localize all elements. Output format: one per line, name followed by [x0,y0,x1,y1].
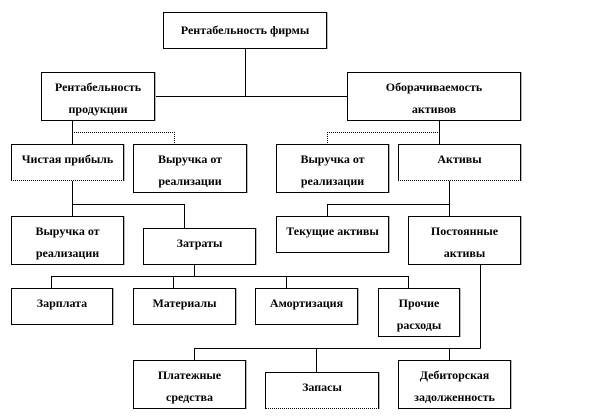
node-net-profit: Чистая прибыль [11,144,124,181]
node-revenue-right: Выручка от реализации [276,144,389,193]
node-product-profitability: Рентабельность продукции [41,72,155,121]
node-asset-turnover: Оборачиваемость активов [347,72,521,121]
node-other-expenses: Прочие расходы [378,288,460,337]
node-costs: Затраты [143,228,256,265]
node-materials: Материалы [133,288,236,325]
node-assets: Активы [398,144,521,181]
node-revenue-left: Выручка от реализации [133,144,247,193]
node-inventory: Запасы [265,372,379,409]
node-receivables: Дебиторская задолженность [398,360,511,409]
node-root: Рентабельность фирмы [163,12,327,49]
node-salary: Зарплата [11,288,113,325]
node-payment-means: Платежные средства [133,360,246,409]
node-revenue-bottom: Выручка от реализации [11,216,124,265]
node-current-assets: Текущие активы [276,216,389,253]
node-fixed-assets: Постоянные активы [408,216,521,265]
node-depreciation: Амортизация [255,288,358,325]
